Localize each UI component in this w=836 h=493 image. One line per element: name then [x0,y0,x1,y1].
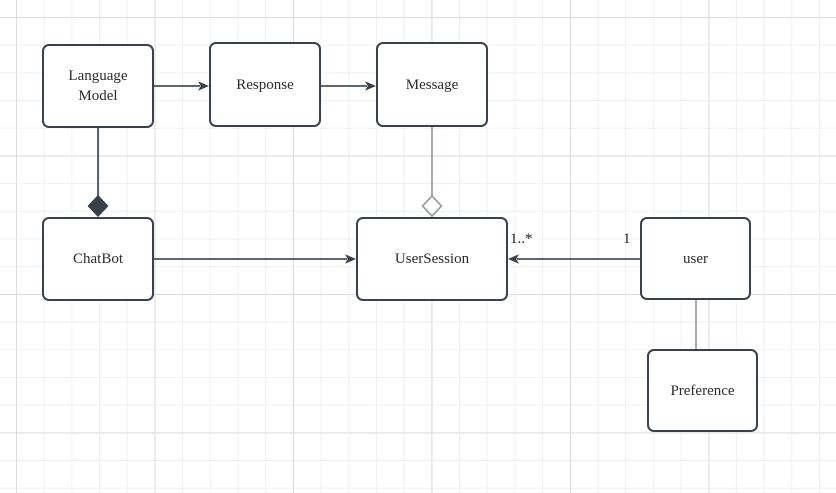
node-response[interactable]: Response [209,42,321,127]
edge-chatbot-usersession[interactable] [154,254,356,264]
node-label: Message [405,76,459,93]
node-label: user [683,250,708,267]
edge-languagemodel-chatbot-composition[interactable] [87,128,109,217]
multiplicity-label-user-end[interactable]: 1 [623,231,631,247]
node-label: Preference [670,382,735,399]
node-label: Response [236,76,294,93]
node-preference[interactable]: Preference [647,349,758,432]
node-label: UserSession [394,251,470,267]
node-label: ChatBot [72,251,123,267]
edge-response-message[interactable] [321,81,376,91]
multiplicity-label-usersession-end[interactable]: 1..* [510,231,533,247]
edge-user-usersession[interactable] [508,254,640,264]
node-label: Language Model [68,68,128,104]
node-message[interactable]: Message [376,42,488,127]
edge-message-usersession-aggregation[interactable] [421,127,443,217]
node-language-model[interactable]: Language Model [42,44,154,128]
node-user[interactable]: user [640,217,751,300]
edge-languagemodel-response[interactable] [154,81,209,91]
node-chatbot[interactable]: ChatBot [42,217,154,301]
node-usersession[interactable]: UserSession [356,217,508,301]
